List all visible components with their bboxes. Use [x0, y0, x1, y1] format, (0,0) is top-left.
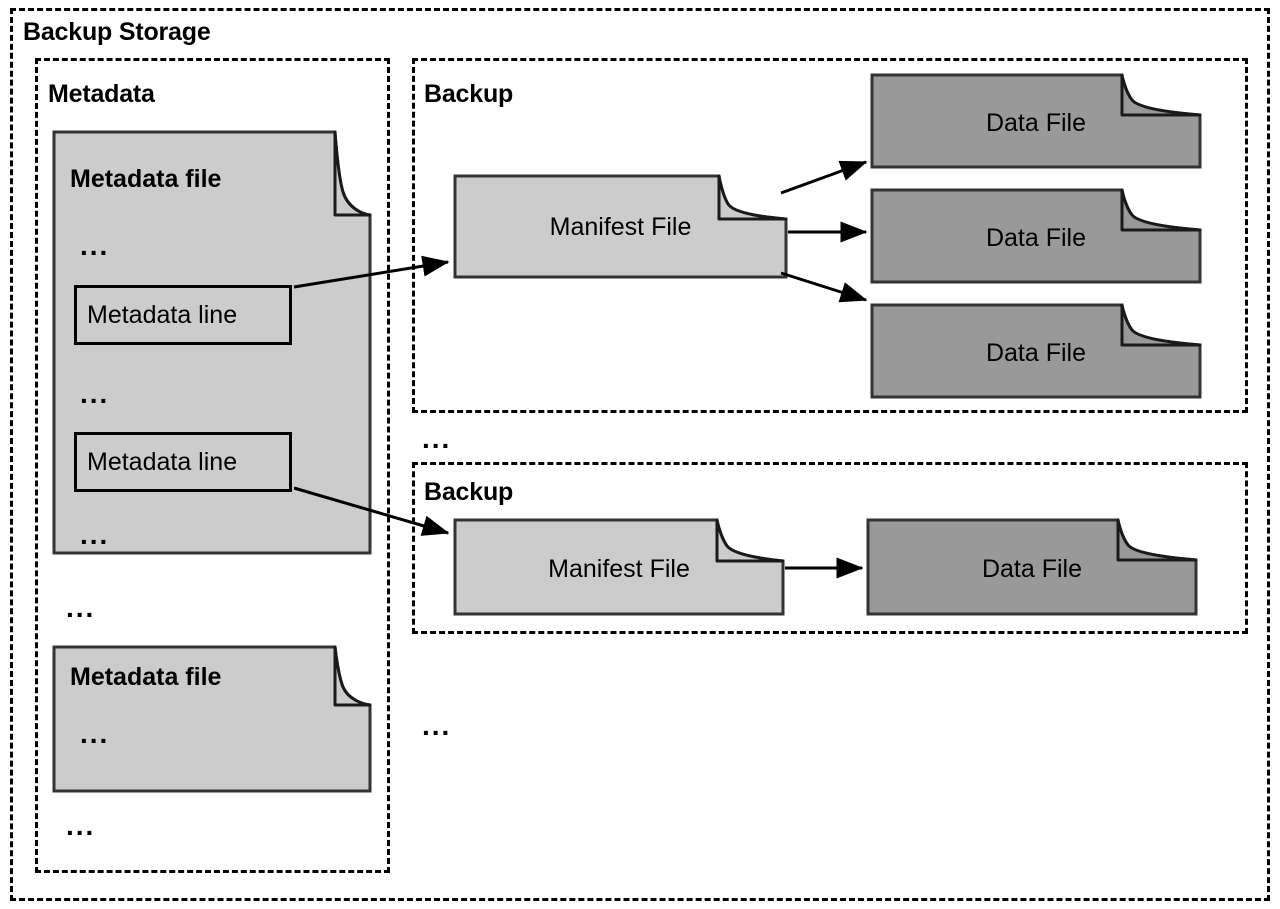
metadata-line-2[interactable]: Metadata line [74, 432, 292, 492]
backup-section-1-title: Backup [424, 80, 514, 108]
metadata-file-1-label: Metadata file [70, 165, 222, 193]
metadata-file-2-ellipsis-inner: ... [80, 718, 110, 749]
data-file-2-shape [870, 188, 1202, 284]
metadata-file-1-ellipsis-bottom: ... [80, 519, 110, 550]
backup-ellipsis-between: ... [422, 423, 452, 454]
metadata-line-1-label: Metadata line [87, 300, 238, 329]
manifest-file-1-shape [453, 174, 788, 279]
data-file-1-shape [870, 73, 1202, 169]
metadata-line-2-label: Metadata line [87, 447, 238, 476]
metadata-ellipsis-after-files: ... [66, 810, 96, 841]
manifest-file-2-label: Manifest File [548, 555, 690, 583]
metadata-ellipsis-between-files: ... [66, 592, 96, 623]
metadata-file-2[interactable]: Metadata file [52, 645, 372, 793]
data-file-4[interactable]: Data File [866, 518, 1198, 616]
metadata-file-2-label: Metadata file [70, 663, 222, 691]
metadata-line-1[interactable]: Metadata line [74, 285, 292, 345]
metadata-file-2-shape [52, 645, 372, 793]
backup-section-1 [412, 58, 1248, 413]
backup-storage-title: Backup Storage [23, 18, 211, 46]
data-file-3-shape [870, 303, 1202, 399]
metadata-section [35, 58, 390, 873]
metadata-file-1-ellipsis-top: ... [80, 230, 110, 261]
data-file-3[interactable]: Data File [870, 303, 1202, 399]
manifest-file-2[interactable]: Manifest File [453, 518, 785, 616]
manifest-file-2-shape [453, 518, 785, 616]
backup-storage-container [10, 8, 1270, 901]
backup-section-2 [412, 462, 1248, 634]
metadata-section-title: Metadata [48, 80, 155, 108]
manifest-file-1[interactable]: Manifest File [453, 174, 788, 279]
backup-section-2-title: Backup [424, 478, 514, 506]
backup-ellipsis-after: ... [422, 710, 452, 741]
data-file-4-label: Data File [981, 555, 1083, 583]
manifest-file-1-label: Manifest File [549, 213, 692, 241]
data-file-1-label: Data File [985, 109, 1087, 137]
metadata-file-1-ellipsis-middle: ... [80, 378, 110, 409]
data-file-2-label: Data File [985, 224, 1087, 252]
data-file-3-label: Data File [985, 339, 1087, 367]
data-file-1[interactable]: Data File [870, 73, 1202, 169]
data-file-2[interactable]: Data File [870, 188, 1202, 284]
data-file-4-shape [866, 518, 1198, 616]
